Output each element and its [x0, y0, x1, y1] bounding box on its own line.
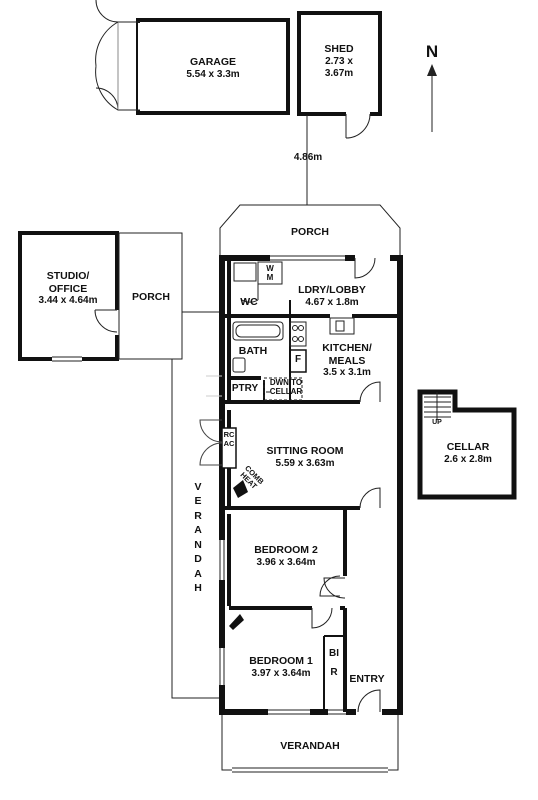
- wm-text: WM: [266, 264, 274, 282]
- pantry-label: PTRY: [231, 383, 259, 394]
- cellar-walls: [417, 389, 517, 500]
- cellar-label: CELLAR 2.6 x 2.8m: [424, 441, 512, 466]
- laundry-name: LDRY/LOBBY: [298, 284, 366, 296]
- north-arrow: [427, 64, 437, 76]
- shed-dims-2: 3.67m: [324, 67, 354, 79]
- side-verandah-label: VERANDAH: [194, 481, 202, 595]
- cellar-stairs-2: CELLAR: [269, 387, 303, 397]
- studio-porch-name: PORCH: [132, 291, 170, 303]
- bath-label: BATH: [233, 345, 273, 358]
- bedroom2-label: BEDROOM 2 3.96 x 3.64m: [240, 544, 332, 569]
- wc-name: WC: [240, 296, 258, 308]
- washing-machine-label: WM: [259, 264, 281, 282]
- top-porch-label: PORCH: [270, 226, 350, 239]
- bedroom1-label: BEDROOM 1 3.97 x 3.64m: [236, 655, 326, 680]
- comb-heater: [233, 480, 248, 498]
- sitting-dims: 5.59 x 3.63m: [275, 457, 335, 469]
- bath-name: BATH: [238, 345, 268, 357]
- fridge-box: [289, 349, 307, 373]
- kitchen-label: KITCHEN/ MEALS 3.5 x 3.1m: [304, 342, 390, 379]
- top-porch-outline: [219, 204, 401, 258]
- laundry-sink: [233, 262, 257, 282]
- cellar-dims: 2.6 x 2.8m: [444, 453, 492, 465]
- kitchen-dims: 3.5 x 3.1m: [323, 367, 371, 379]
- kitchen-name-1: KITCHEN/: [322, 342, 372, 354]
- rcac-label: RCAC: [223, 430, 235, 448]
- sitting-room-label: SITTING ROOM 5.59 x 3.63m: [255, 445, 355, 470]
- studio-porch-label: PORCH: [120, 291, 182, 304]
- shed-label: SHED 2.73 x 3.67m: [308, 43, 370, 80]
- bir-label: BIR: [329, 648, 339, 678]
- studio-porch-outline: [118, 232, 183, 360]
- studio-label: STUDIO/ OFFICE 3.44 x 4.64m: [22, 270, 114, 307]
- cellar-stair-treads: [424, 392, 451, 420]
- laundry-dims: 4.67 x 1.8m: [305, 296, 359, 308]
- front-verandah-name: VERANDAH: [280, 740, 340, 752]
- top-porch-name: PORCH: [291, 226, 329, 238]
- fridge-label: F: [294, 354, 302, 365]
- studio-dims: 3.44 x 4.64m: [38, 295, 98, 307]
- bathtub: [232, 321, 284, 341]
- bedroom2-dims: 3.96 x 3.64m: [256, 556, 316, 568]
- cellar-stairs-label: DWN TO CELLAR: [266, 378, 306, 396]
- shed-door-swing: [345, 113, 371, 139]
- bedroom2-name: BEDROOM 2: [254, 544, 318, 556]
- bedroom1-corner-fixture: [229, 614, 244, 630]
- garage-dims: 5.54 x 3.3m: [186, 68, 240, 80]
- entry-label: ENTRY: [344, 673, 390, 686]
- cellar-up-label: UP: [432, 419, 442, 426]
- studio-name-1: STUDIO/: [46, 270, 90, 282]
- basin: [232, 357, 246, 373]
- washing-machine-box: [257, 261, 283, 285]
- front-verandah-label: VERANDAH: [268, 740, 352, 753]
- sitting-name: SITTING ROOM: [266, 445, 344, 457]
- shed-outline: [297, 11, 382, 116]
- entry-name: ENTRY: [349, 673, 385, 685]
- wc-label: WC: [234, 296, 264, 309]
- stove: [289, 321, 307, 347]
- bedroom1-name: BEDROOM 1: [249, 655, 313, 667]
- cellar-name: CELLAR: [446, 441, 490, 453]
- shed-name: SHED: [324, 43, 354, 55]
- shed-dims-1: 2.73 x: [325, 55, 353, 67]
- laundry-label: LDRY/LOBBY 4.67 x 1.8m: [282, 284, 382, 309]
- kitchen-name-2: MEALS: [328, 354, 366, 367]
- side-verandah-outline: [171, 311, 220, 699]
- studio-name-2: OFFICE: [48, 282, 88, 295]
- compass-letter: N: [425, 42, 439, 61]
- garage-label: GARAGE 5.54 x 3.3m: [168, 56, 258, 81]
- cellar-stairs-1: DWN TO: [269, 378, 303, 387]
- garage-name: GARAGE: [189, 56, 237, 68]
- rcac-unit: [221, 427, 237, 469]
- distance-label: 4.86m: [293, 152, 323, 163]
- kitchen-bench: [329, 317, 355, 335]
- studio-door-swing: [94, 309, 118, 333]
- bedroom1-dims: 3.97 x 3.64m: [251, 667, 311, 679]
